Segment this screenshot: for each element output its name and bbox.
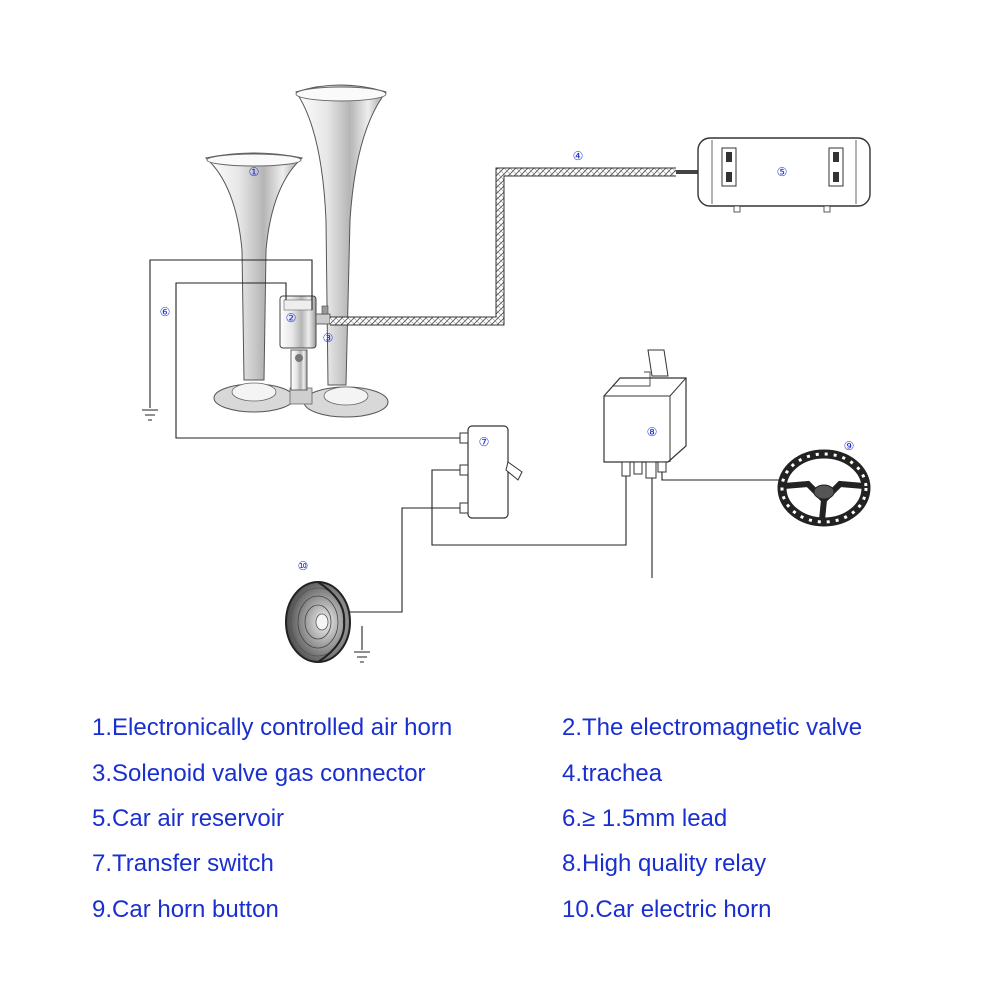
small-horn — [204, 152, 304, 381]
legend-item-3: 3.Solenoid valve gas connector — [92, 760, 426, 787]
ground-symbol — [354, 651, 370, 663]
callout-8: ⑧ — [647, 425, 658, 439]
legend-item-9: 9.Car horn button — [92, 896, 279, 923]
callout-6: ⑥ — [160, 305, 171, 319]
legend-item-2: 2.The electromagnetic valve — [562, 714, 863, 741]
legend-item-7: 7.Transfer switch — [92, 850, 274, 877]
relay — [603, 349, 687, 479]
steering-wheel — [777, 449, 871, 527]
tall-horn — [295, 84, 387, 386]
callout-2: ② — [286, 311, 297, 325]
legend-item-5: 5.Car air reservoir — [92, 805, 285, 832]
wiring-diagram: ① ② ③ ④ ⑤ ⑥ ⑦ ⑧ ⑨ ⑩ — [142, 84, 871, 663]
callout-7: ⑦ — [479, 435, 490, 449]
lead-wires — [149, 259, 800, 650]
ground-symbol — [142, 409, 158, 421]
legend-item-10: 10.Car electric horn — [562, 896, 772, 923]
callout-1: ① — [249, 165, 260, 179]
callout-9: ⑨ — [844, 439, 855, 453]
transfer-switch — [459, 425, 523, 519]
legend-item-4: 4.trachea — [562, 760, 663, 787]
callout-10: ⑩ — [298, 559, 309, 573]
air-reservoir — [697, 137, 871, 213]
callout-labels: ① ② ③ ④ ⑤ ⑥ ⑦ ⑧ ⑨ ⑩ — [160, 149, 855, 573]
legend-item-1: 1.Electronically controlled air horn — [92, 714, 453, 741]
legend-item-6: 6.≥ 1.5mm lead — [562, 805, 728, 832]
electric-horn — [285, 581, 351, 663]
gas-connector — [315, 305, 331, 325]
callout-5: ⑤ — [777, 165, 788, 179]
air-horn-assembly — [204, 84, 389, 418]
callout-3: ③ — [323, 331, 334, 345]
legend: 1.Electronically controlled air horn 2.T… — [0, 700, 1000, 940]
callout-4: ④ — [573, 149, 584, 163]
legend-item-8: 8.High quality relay — [562, 850, 767, 877]
